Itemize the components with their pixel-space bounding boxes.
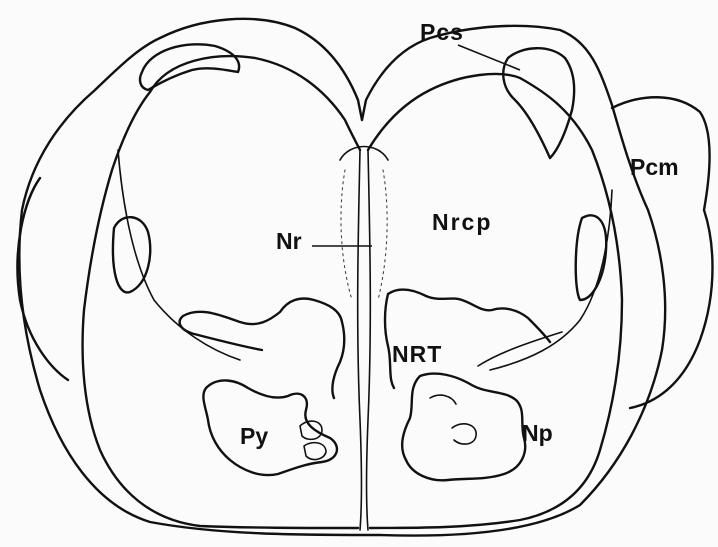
- label-nrt: NRT: [392, 343, 442, 366]
- midline-raphe-right: [367, 150, 371, 530]
- pcm-region: [612, 97, 713, 408]
- np-inner-detail-2: [430, 395, 456, 404]
- label-nrcp: Nrcp: [432, 211, 492, 234]
- np-right-cluster: [402, 374, 525, 481]
- label-pcm: Pcm: [630, 156, 679, 179]
- inner-outline: [83, 56, 622, 528]
- py-small-loop-1: [300, 421, 322, 439]
- label-pcs: Pcs: [420, 21, 464, 44]
- label-py: Py: [240, 425, 268, 448]
- py-left-cluster: [203, 380, 337, 475]
- nr-dotted-left: [341, 170, 352, 300]
- midline-top: [340, 147, 388, 161]
- midline-raphe-left: [358, 150, 362, 530]
- pcs-leader-line: [458, 45, 520, 70]
- left-lateral-lobe: [17, 178, 68, 380]
- right-lemniscus: [576, 215, 606, 300]
- label-nr: Nr: [276, 230, 302, 253]
- pcs-right: [503, 48, 574, 158]
- np-inner-detail: [452, 424, 476, 444]
- label-np: Np: [522, 422, 553, 445]
- right-nrt-region: [385, 290, 550, 388]
- nr-dotted-right: [378, 170, 387, 300]
- py-small-loop-2: [304, 443, 326, 460]
- left-arcuate-curve: [118, 150, 240, 360]
- left-nrt-region: [180, 299, 345, 399]
- right-arcuate-curve: [490, 190, 612, 370]
